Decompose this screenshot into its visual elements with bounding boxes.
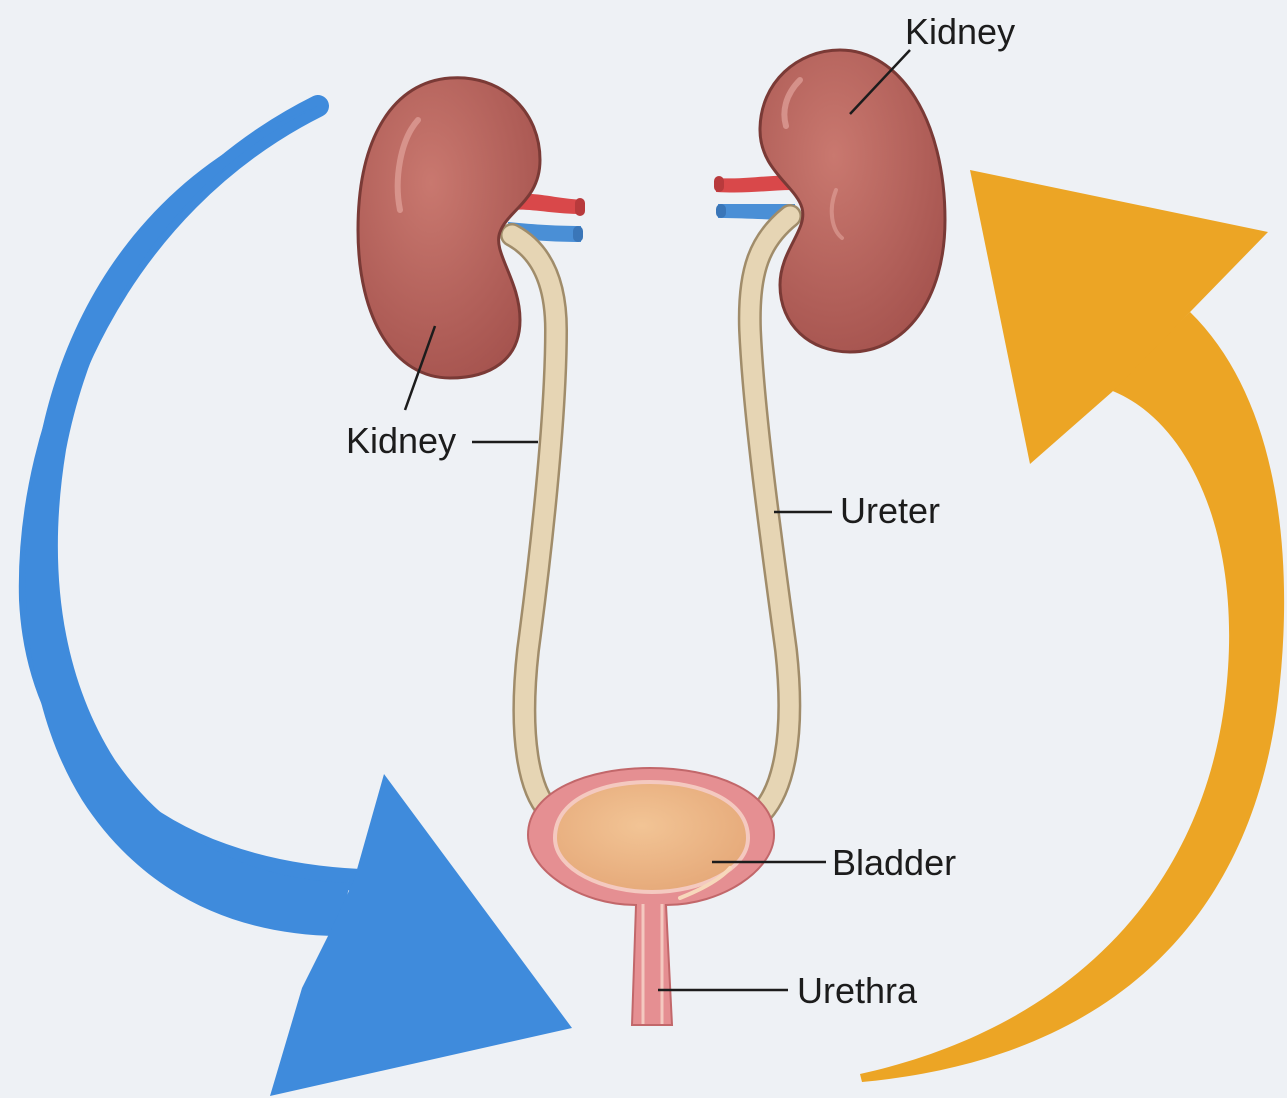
bladder (528, 768, 774, 1025)
right-kidney (760, 50, 945, 352)
label-urethra: Urethra (797, 970, 918, 1011)
label-kidney-right: Kidney (905, 11, 1015, 52)
label-ureter: Ureter (840, 490, 940, 531)
label-bladder: Bladder (832, 842, 956, 883)
label-kidney-left: Kidney (346, 420, 456, 461)
